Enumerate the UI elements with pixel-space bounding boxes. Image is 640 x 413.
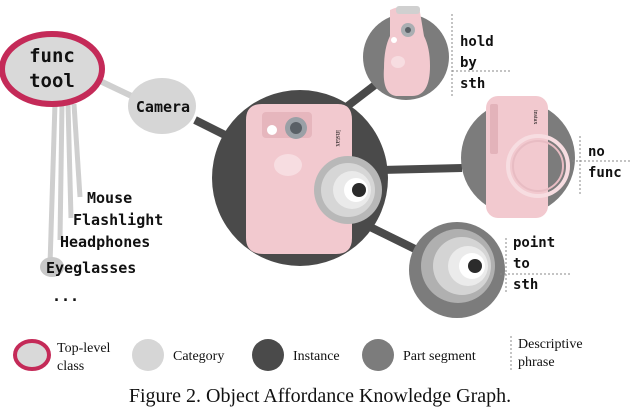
edge-instance-part2 (379, 164, 463, 174)
edge-instance-part1 (342, 81, 378, 112)
edge-functool-eyeglasses (47, 102, 58, 266)
category-mouse: Mouse (87, 189, 132, 207)
part-picture-2: instax (486, 96, 570, 218)
edge-camera-instance (193, 116, 227, 139)
category-headphones: Headphones (60, 233, 150, 251)
top-level-ring (0, 31, 105, 107)
phrase-3-line2: to (513, 256, 530, 272)
phrase-2-line2: func (588, 165, 622, 181)
phrase-1-line1: hold (460, 34, 494, 50)
category-circle (128, 78, 196, 134)
figure-caption: Figure 2. Object Affordance Knowledge Gr… (129, 385, 511, 407)
legend-instance-label: Instance (293, 349, 340, 364)
legend: Top-level class Category Instance Part s… (13, 336, 583, 374)
category-eyeglasses: Eyeglasses (46, 259, 136, 277)
top-level-label-line1: func (29, 45, 75, 67)
category-node-camera: Camera (128, 78, 196, 134)
phrase-1: hold by sth (451, 14, 510, 96)
phrase-1-line3: sth (460, 76, 485, 92)
part-node-2: instax (461, 96, 575, 218)
part-picture-3 (421, 229, 495, 303)
category-flashlight: Flashlight (73, 211, 163, 229)
legend-part-swatch (362, 339, 394, 371)
camera-picture: instax (246, 104, 382, 254)
legend-phrase-line1: Descriptive (518, 337, 583, 352)
legend-part-label: Part segment (403, 349, 476, 364)
legend-instance-swatch (252, 339, 284, 371)
phrase-3: point to sth (500, 235, 570, 294)
phrase-1-line2: by (460, 55, 477, 71)
edge-functool-headphones (57, 103, 65, 241)
category-more: ... (52, 287, 79, 305)
legend-category-label: Category (173, 349, 224, 364)
graph-edges (47, 77, 463, 266)
category-label: Camera (136, 98, 190, 116)
legend-top-level-line1: Top-level (57, 341, 111, 356)
eyeglasses-node (40, 257, 64, 277)
legend-top-level-line2: class (57, 359, 84, 374)
phrase-2-line1: no (588, 144, 605, 160)
part-node-3 (409, 222, 505, 318)
instance-node: instax (212, 90, 388, 266)
part-picture-1 (383, 6, 430, 97)
camera-brand-text: instax (334, 130, 342, 147)
top-level-node: func tool (0, 31, 105, 107)
phrase-3-line1: point (513, 235, 555, 251)
other-categories: Mouse Flashlight Headphones Eyeglasses .… (40, 189, 163, 305)
legend-top-level-swatch (13, 339, 51, 371)
edge-functool-flashlight (65, 103, 74, 219)
phrase-2: no func (572, 136, 632, 196)
part-node-1 (363, 6, 449, 100)
legend-category-swatch (132, 339, 164, 371)
part2-brand-text: instax (532, 110, 538, 124)
phrase-3-line3: sth (513, 277, 538, 293)
legend-phrase-line2: phrase (518, 355, 555, 370)
edge-functool-mouse (71, 103, 83, 198)
top-level-label-line2: tool (29, 70, 75, 92)
